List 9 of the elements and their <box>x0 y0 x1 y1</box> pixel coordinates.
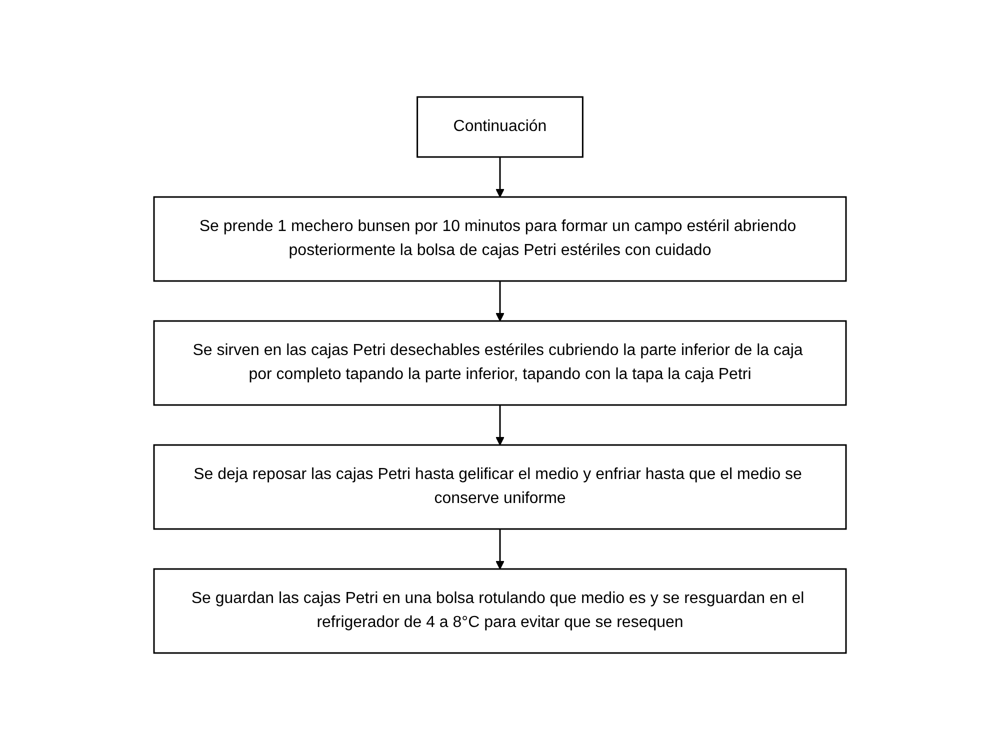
arrow <box>495 156 504 197</box>
node-box: Se prende 1 mechero bunsen por 10 minutos para formar un campo estéril abriendo posteriormente la bolsa de cajas Petri estériles con cuidado <box>152 196 846 282</box>
arrow <box>495 280 504 321</box>
node-box: Continuación <box>416 96 583 158</box>
node-box: Se sirven en las cajas Petri desechables estériles cubriendo la parte inferior de la caja por completo tapando la parte inferior, tapando con la tapa la caja Petri <box>152 320 846 406</box>
arrow <box>495 528 504 569</box>
arrow <box>495 404 504 445</box>
node-box: Se deja reposar las cajas Petri hasta gelificar el medio y enfriar hasta que el medio se conserve uniforme <box>152 444 846 530</box>
node-box: Se guardan las cajas Petri en una bolsa rotulando que medio es y se resguardan en el refrigerador de 4 a 8°C para evitar que se resequen <box>152 568 846 654</box>
